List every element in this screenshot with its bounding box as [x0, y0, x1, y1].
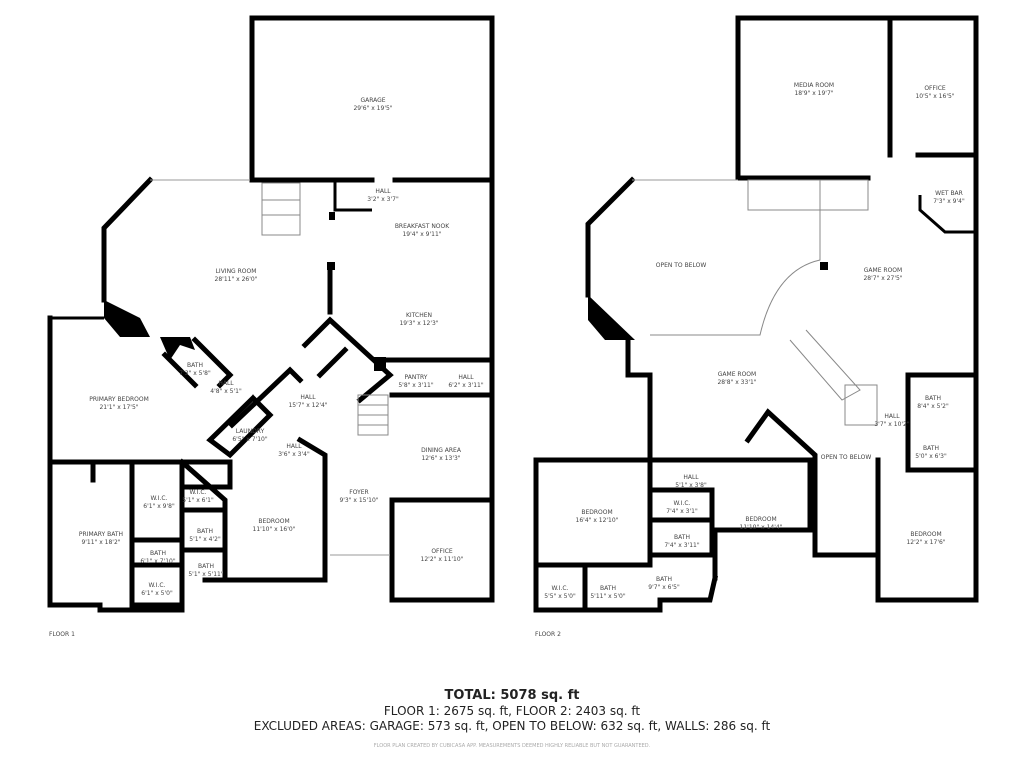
- room-label: W.I.C.6'1" x 5'0": [141, 582, 173, 597]
- floor2-walls: [533, 15, 979, 613]
- floor1-walls: [47, 15, 495, 613]
- room-label: OPEN TO BELOW: [655, 262, 707, 269]
- credit-note: FLOOR PLAN CREATED BY CUBICASA APP. MEAS…: [373, 743, 651, 749]
- room-label: W.I.C.5'5" x 5'0": [544, 585, 576, 600]
- room-label: W.I.C.7'4" x 3'1": [666, 500, 698, 515]
- floor-areas: FLOOR 1: 2675 sq. ft, FLOOR 2: 2403 sq. …: [383, 704, 641, 718]
- room-label: W.I.C.5'1" x 6'1": [182, 489, 214, 504]
- room-label: W.I.C.6'1" x 9'8": [143, 495, 175, 510]
- floor2-label: FLOOR 2: [535, 631, 561, 638]
- floor1-label: FLOOR 1: [49, 631, 75, 638]
- total-area: TOTAL: 5078 sq. ft: [444, 688, 580, 703]
- excluded-areas: EXCLUDED AREAS: GARAGE: 573 sq. ft, OPEN…: [253, 719, 771, 733]
- room-label: OPEN TO BELOW: [820, 454, 872, 461]
